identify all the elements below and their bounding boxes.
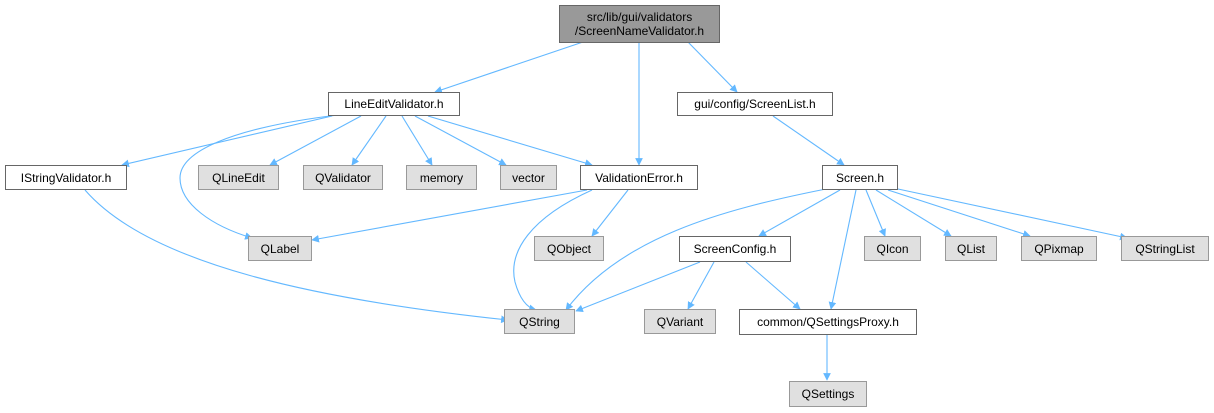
edge-root-screenlist (687, 41, 738, 93)
node-qlabel[interactable]: QLabel (248, 236, 312, 261)
node-qpixmap[interactable]: QPixmap (1021, 236, 1097, 261)
node-qobject[interactable]: QObject (534, 236, 604, 261)
edge-validationerror-qstring (513, 189, 593, 313)
edge-screen-screenconfig (758, 189, 841, 237)
edge-lineedit-istringvalidator (121, 115, 333, 168)
node-screennamevalidator-file: /ScreenNameValidator.h (574, 24, 705, 38)
edge-lineedit-memory (401, 115, 433, 166)
edge-root-lineeditvalidator (434, 41, 584, 94)
node-screenlist[interactable]: gui/config/ScreenList.h (677, 92, 833, 116)
node-screenconfig[interactable]: ScreenConfig.h (679, 236, 791, 262)
edge-istringvalidator-qstring (84, 189, 509, 324)
node-qvalidator[interactable]: QValidator (303, 165, 383, 190)
edge-lineedit-validationerror (427, 115, 593, 167)
edge-screenconfig-qsettingsproxy (745, 261, 801, 310)
node-qicon[interactable]: QIcon (864, 236, 921, 261)
edge-screenconfig-qvariant (687, 261, 715, 310)
edge-lineedit-vector (414, 115, 507, 166)
node-istringvalidator[interactable]: IStringValidator.h (5, 165, 127, 190)
edge-screen-qsettingsproxy (828, 189, 857, 310)
node-screennamevalidator[interactable]: src/lib/gui/validators /ScreenNameValida… (559, 5, 720, 43)
node-qstring[interactable]: QString (504, 309, 575, 334)
node-screennamevalidator-path: src/lib/gui/validators (586, 10, 693, 24)
node-qlineedit[interactable]: QLineEdit (198, 165, 279, 190)
node-qstringlist[interactable]: QStringList (1121, 236, 1209, 261)
edge-screen-qstringlist (897, 188, 1128, 241)
edge-lineedit-qlabel (179, 114, 339, 240)
edge-screenconfig-qstring (575, 261, 701, 313)
node-qsettingsproxy[interactable]: common/QSettingsProxy.h (739, 309, 917, 335)
edge-screen-qicon (865, 189, 886, 237)
node-qsettings[interactable]: QSettings (789, 381, 867, 407)
node-qvariant[interactable]: QVariant (644, 309, 716, 334)
edge-screen-qstring (565, 188, 827, 311)
node-validationerror[interactable]: ValidationError.h (580, 165, 698, 190)
edge-validationerror-qobject (591, 189, 629, 237)
node-qlist[interactable]: QList (945, 236, 997, 261)
edge-screen-qpixmap (887, 189, 1031, 238)
edge-lineedit-qlineedit (269, 115, 362, 166)
edge-screen-qlist (875, 189, 952, 237)
node-lineeditvalidator[interactable]: LineEditValidator.h (328, 92, 460, 116)
edge-validationerror-qlabel (311, 189, 588, 243)
node-vector[interactable]: vector (500, 165, 557, 190)
node-screen[interactable]: Screen.h (822, 165, 898, 190)
edge-screenlist-screen (772, 115, 845, 166)
edge-lineedit-qvalidator (351, 115, 387, 166)
node-memory[interactable]: memory (406, 165, 477, 190)
